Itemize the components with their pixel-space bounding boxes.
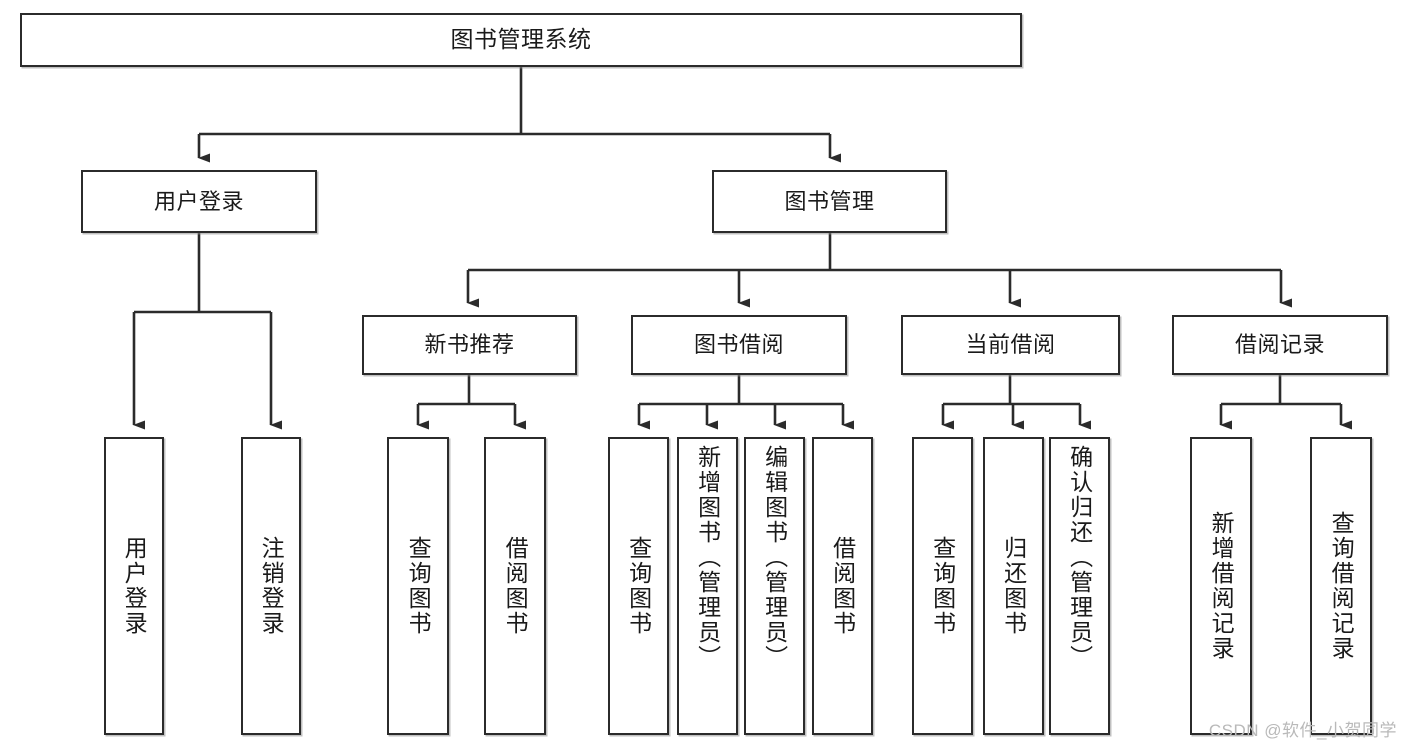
leaf-borrow-book-recommend-label: 借阅图书 [502,536,529,636]
node-book-borrow-label: 图书借阅 [693,332,784,358]
leaf-borrow-book-recommend[interactable]: 借阅图书 [484,437,546,735]
node-book-management[interactable]: 图书管理 [712,170,947,233]
node-current-borrow[interactable]: 当前借阅 [901,315,1120,375]
node-user-login-label: 用户登录 [153,188,244,214]
node-borrow-record[interactable]: 借阅记录 [1172,315,1388,375]
node-new-book-recommend-label: 新书推荐 [424,332,515,358]
leaf-query-book-current[interactable]: 查询图书 [912,437,973,735]
node-book-management-label: 图书管理 [784,188,875,214]
node-borrow-record-label: 借阅记录 [1234,332,1325,358]
leaf-edit-book-admin[interactable]: 编辑图书（管理员） [744,437,805,735]
leaf-add-book-admin-label: 新增图书（管理员） [694,445,721,670]
node-root-label: 图书管理系统 [450,26,592,53]
node-user-login[interactable]: 用户登录 [81,170,317,233]
leaf-borrow-book-label: 借阅图书 [829,536,856,636]
leaf-logout-login[interactable]: 注销登录 [241,437,301,735]
leaf-return-book-label: 归还图书 [1000,536,1027,636]
leaf-query-borrow-record-label: 查询借阅记录 [1328,511,1355,661]
node-new-book-recommend[interactable]: 新书推荐 [362,315,577,375]
node-current-borrow-label: 当前借阅 [965,332,1056,358]
node-book-borrow[interactable]: 图书借阅 [631,315,847,375]
leaf-user-login[interactable]: 用户登录 [104,437,164,735]
leaf-user-login-label: 用户登录 [121,536,148,636]
leaf-borrow-book[interactable]: 借阅图书 [812,437,873,735]
watermark: CSDN @软件_小贺同学 [1208,721,1397,740]
node-root[interactable]: 图书管理系统 [20,13,1022,67]
leaf-add-borrow-record-label: 新增借阅记录 [1208,511,1235,661]
leaf-query-book-label: 查询图书 [625,536,652,636]
leaf-logout-login-label: 注销登录 [258,536,285,636]
leaf-edit-book-admin-label: 编辑图书（管理员） [761,445,788,670]
leaf-query-book-current-label: 查询图书 [929,536,956,636]
leaf-add-book-admin[interactable]: 新增图书（管理员） [677,437,738,735]
leaf-query-book-recommend[interactable]: 查询图书 [387,437,449,735]
leaf-query-book-recommend-label: 查询图书 [405,536,432,636]
leaf-confirm-return-admin[interactable]: 确认归还（管理员） [1049,437,1110,735]
leaf-confirm-return-admin-label: 确认归还（管理员） [1066,445,1093,670]
leaf-query-book[interactable]: 查询图书 [608,437,669,735]
leaf-return-book[interactable]: 归还图书 [983,437,1044,735]
leaf-query-borrow-record[interactable]: 查询借阅记录 [1310,437,1372,735]
leaf-add-borrow-record[interactable]: 新增借阅记录 [1190,437,1252,735]
